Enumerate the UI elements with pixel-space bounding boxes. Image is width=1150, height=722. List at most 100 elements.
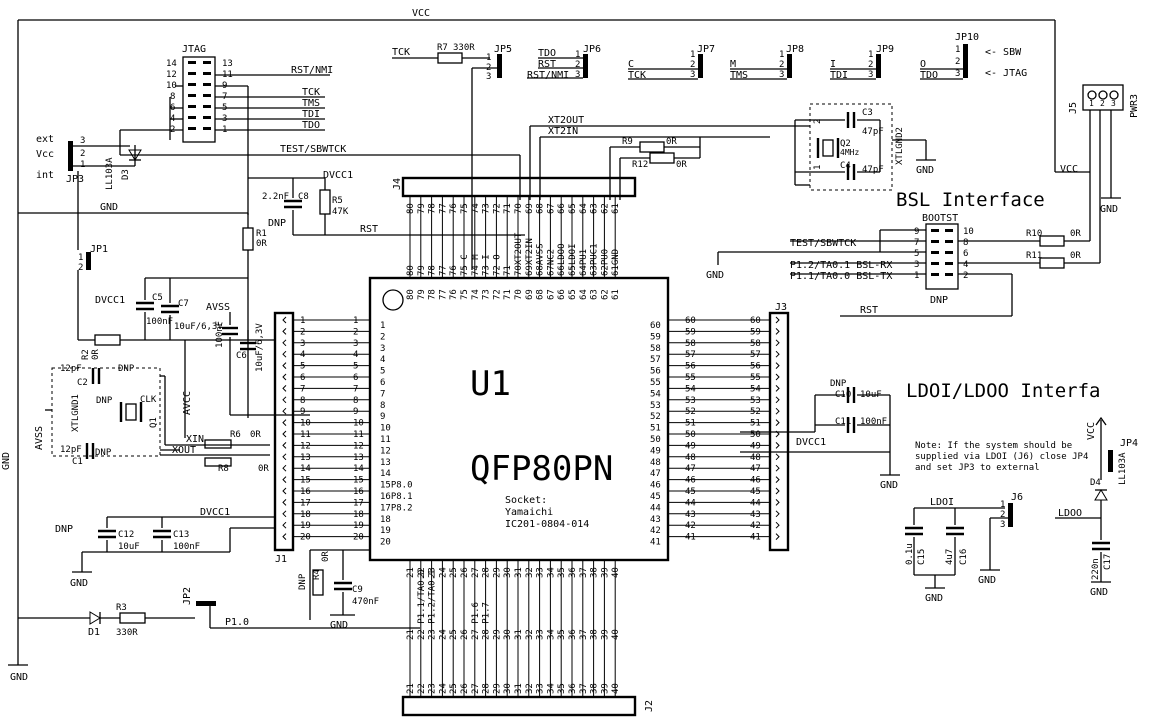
j1-pin-arrow (282, 407, 287, 415)
u1-right-pin-number: 48 (685, 453, 696, 463)
u1-top-pin-inner: 65 (568, 289, 578, 300)
j1-pin-number: 18 (300, 510, 311, 520)
r8-value: 0R (258, 464, 269, 474)
xtlgnd1-label: XTLGND1 (71, 394, 81, 432)
c10-label: C10 (835, 390, 851, 400)
u1-left-pin-name: 2 (380, 332, 385, 342)
u1-top-pin-name: 71 (503, 265, 513, 276)
u1-top-pin-name: 77 (438, 265, 448, 276)
jp8-jumper: JP8 M TMS 123 (730, 44, 804, 81)
u1-bottom-pin-name: 39 (600, 629, 610, 640)
j1-pin-arrow (282, 430, 287, 438)
j3-pin-number: 49 (750, 441, 761, 451)
jp1-jumper: JP1 1 2 (77, 244, 108, 341)
u1-bottom-pin-name: 30 (503, 629, 513, 640)
c17-value: 220n (1091, 558, 1101, 580)
j3-pin-arrow (775, 521, 780, 529)
u1-top-pin-name: 75 C (460, 254, 470, 276)
c17-label: C17 (1103, 554, 1113, 570)
svg-text:2: 2 (868, 60, 873, 70)
u1-right-pin-number: 44 (685, 498, 696, 508)
avcc-label: AVCC (182, 391, 193, 415)
u1-right-pin-inner: 53 (650, 401, 661, 411)
j3-pin-number: 57 (750, 350, 761, 360)
j4-pin-number: 61 (611, 203, 621, 214)
u1-bottom-pin-number: 24 (438, 567, 448, 578)
jp10-tdo: TDO (920, 70, 938, 81)
u1-top-pin-name: 63PUC1 (590, 243, 600, 276)
u1-pin-number-outer: 18 (353, 510, 364, 520)
svg-text:1: 1 (779, 50, 784, 60)
j4-pin-number: 76 (449, 203, 459, 214)
u1-left-pin-name: 6 (380, 378, 385, 388)
q2-frequency: 4MHz (840, 148, 859, 157)
u1-bottom-pin-name: 27 P1.6 (471, 602, 481, 640)
j1-pin-arrow (282, 499, 287, 506)
r3-value: 330R (116, 628, 138, 638)
u1-pin-number-outer: 11 (353, 430, 364, 440)
j4-label: J4 (392, 178, 403, 190)
j3-pin-number: 60 (750, 316, 761, 326)
jp9-jumper: JP9 I TDI 123 (830, 44, 894, 81)
j2-pin-number: 28 (482, 683, 492, 694)
u1-bottom-pin-name: 37 (579, 629, 589, 640)
c4-label: C4 (840, 161, 851, 171)
u1-pin-number-outer: 9 (353, 407, 358, 417)
u1-left-pin-name: 3 (380, 344, 385, 354)
c7-value: 10uF/6,3V (174, 322, 223, 332)
u1-left-pin-name: 13 (380, 458, 391, 468)
j1-pin-arrow (282, 510, 287, 518)
svg-text:1: 1 (575, 50, 580, 60)
svg-text:8: 8 (170, 92, 175, 102)
c2-dnp: DNP (118, 364, 135, 374)
u1-right-pin-number: 55 (685, 373, 696, 383)
j3-pin-arrow (775, 328, 780, 335)
svg-text:3: 3 (80, 136, 85, 146)
u1-pin-number-outer: 12 (353, 441, 364, 451)
jp8-tms: TMS (730, 70, 748, 81)
j1-label: J1 (275, 554, 287, 565)
ldoo-label: LDOO (1058, 508, 1082, 519)
c13-label: C13 (173, 530, 189, 540)
j2-pin-number: 32 (525, 683, 535, 694)
j1-pin-arrow (282, 453, 287, 461)
j1-pin-arrow (282, 476, 287, 483)
u1-right-pin-inner: 52 (650, 412, 661, 422)
j1-pin-number: 15 (300, 476, 311, 486)
svg-text:3: 3 (690, 70, 695, 80)
bsl-title: BSL Interface (896, 189, 1045, 211)
u1-bottom-pin-number: 29 (492, 567, 502, 578)
u1-top-pin-inner: 63 (590, 289, 600, 300)
r4-value: 0R (321, 551, 331, 562)
u1-left-pin-name: 7 (380, 389, 385, 399)
u1-right-pin-inner: 49 (650, 446, 661, 456)
j4-pin-number: 69 (525, 203, 535, 214)
r4-c9-group: DNP R4 0R C9 470nF GND (298, 549, 379, 631)
bsl-rx-label: P1.2/TA0.1 BSL-RX (790, 260, 892, 271)
svg-text:3: 3 (1111, 99, 1116, 108)
j2-pin-number: 38 (590, 683, 600, 694)
j3-pin-number: 48 (750, 453, 761, 463)
j1-pin-arrow (282, 396, 287, 404)
xt2-group: XT2OUT XT2IN R9 0R R12 0R (529, 115, 810, 200)
jp6-label: JP6 (583, 44, 601, 55)
ldo-interface: LDOI/LDOO Interfa Note: If the system sh… (905, 380, 1138, 604)
jp7-jumper: JP7 C TCK 123 (628, 44, 715, 81)
q1-label: Q1 (149, 417, 159, 428)
u1-bottom-pin-number: 38 (590, 567, 600, 578)
u1-top-pin-name: 66LDOO (557, 243, 567, 276)
svg-text:2: 2 (80, 149, 85, 159)
j4-pin-number: 80 (406, 203, 416, 214)
svg-text:1: 1 (1000, 500, 1005, 510)
svg-text:1: 1 (868, 50, 873, 60)
dvcc1-label-top: DVCC1 (323, 170, 353, 181)
svg-text:1: 1 (955, 45, 960, 55)
bsl-gnd-label: GND (706, 270, 724, 281)
u1-right-pin-inner: 60 (650, 321, 661, 331)
r11-value: 0R (1070, 251, 1081, 261)
tdi-label: TDI (302, 109, 320, 120)
svg-text:1: 1 (690, 50, 695, 60)
gnd-c17-label: GND (1090, 587, 1108, 598)
u1-pin-number-outer: 13 (353, 453, 364, 463)
